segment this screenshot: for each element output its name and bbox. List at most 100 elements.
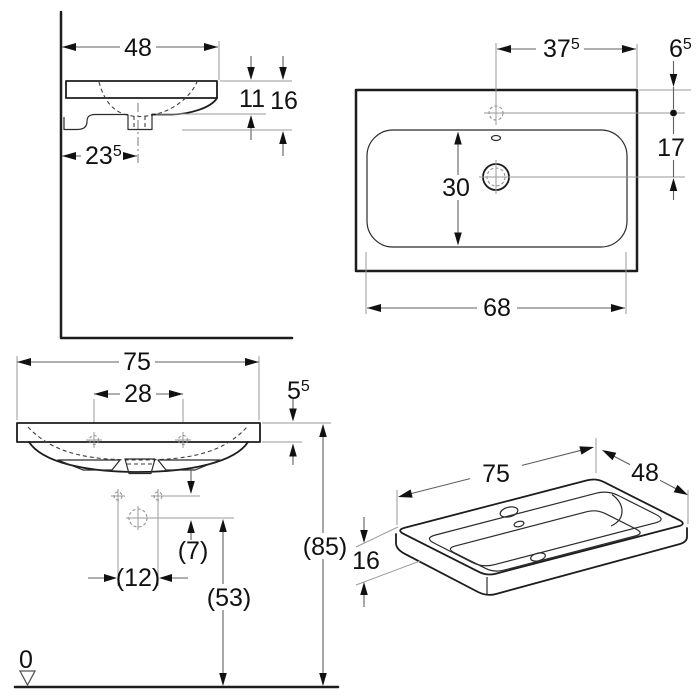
arrowhead-up (279, 131, 287, 144)
fixing-hole-left (86, 432, 102, 448)
arrowhead-up (187, 520, 195, 533)
extension-line (262, 422, 331, 443)
dim-bowl-depth-30: 30 (442, 131, 470, 246)
siphon-outlet (126, 506, 150, 530)
dim-label: 375 (543, 35, 580, 63)
dim-height-85: (85) (303, 424, 347, 686)
arrowhead-down (247, 67, 255, 80)
extension-line (396, 438, 597, 525)
datum-label: 0 (19, 646, 33, 674)
arrowhead-down (319, 673, 327, 686)
view-front: 75 28 55 (13, 348, 347, 689)
dim-trap-7: (7) (148, 469, 234, 565)
basin-side-faces (395, 527, 688, 596)
arrowhead-down (219, 673, 227, 686)
arrowhead-down (187, 481, 195, 494)
extension-line (16, 356, 260, 420)
view-plan: 375 65 17 30 68 (354, 35, 692, 322)
dimension-line (613, 455, 677, 490)
arrowhead-left (398, 489, 413, 498)
dim-height-16: 16 (182, 56, 298, 156)
siphon-crosshair (126, 506, 150, 530)
view-isometric: 75 48 16 (352, 438, 689, 607)
drain-hole (479, 160, 513, 194)
bowl-underside (151, 97, 218, 116)
arrowhead-up (669, 178, 678, 191)
drain-outlet-front (124, 458, 156, 475)
arrowhead-up (454, 131, 462, 145)
extension-line (365, 252, 627, 314)
dim-label: 68 (483, 294, 511, 322)
arrowhead-right (204, 43, 218, 51)
drain-hole-iso (530, 552, 546, 562)
dim-height-16-iso: 16 (352, 517, 421, 607)
fixing-hole-circle (177, 434, 189, 446)
basin-rim-section (65, 80, 218, 99)
dim-width-75: 75 (16, 348, 260, 420)
arrowhead-left (367, 304, 381, 312)
arrowhead-up (319, 424, 327, 437)
arrowhead-right (245, 358, 259, 366)
foot-ring-right (157, 459, 221, 471)
bolt-crosshair (111, 489, 125, 503)
arrowhead-left (62, 43, 76, 51)
dim-label: 28 (124, 380, 152, 408)
bolt-circle (153, 491, 163, 501)
arrowhead-down (669, 74, 678, 87)
dim-label: (7) (178, 537, 209, 565)
dim-label: 11 (239, 85, 265, 113)
dim-label: 235 (85, 142, 122, 170)
overflow-hole (490, 134, 502, 142)
dim-label: 75 (123, 348, 151, 376)
arrowhead-right (611, 304, 625, 312)
dim-apron-55: 55 (262, 377, 331, 465)
arrowhead-left (94, 390, 108, 398)
arrowhead-left (497, 45, 511, 53)
dim-label: 16 (270, 87, 298, 115)
dim-height-53: (53) (207, 519, 251, 686)
extension-line (117, 503, 159, 586)
dim-label: 55 (287, 377, 310, 405)
fixing-hole-right (175, 432, 191, 448)
arrowhead-down (289, 408, 297, 422)
bowl-wall-curve (610, 494, 623, 527)
fixing-hole-crosshair (86, 432, 102, 448)
drain-crosshair (479, 160, 513, 194)
dim-label: 48 (631, 459, 659, 487)
dim-tap-drain-17: 17 (511, 117, 685, 200)
arrowhead-right (123, 152, 137, 160)
arrowhead-right (579, 446, 594, 455)
dimension-line (410, 449, 582, 495)
foot-ring-left (57, 459, 121, 471)
arrowhead-left (62, 152, 76, 160)
arrowhead-down (279, 67, 287, 80)
basin-rim-front (16, 422, 261, 443)
extension-line (355, 526, 421, 586)
dim-depth-48-iso: 48 (602, 450, 689, 524)
arrowhead-down (454, 232, 462, 246)
bolt-circle (113, 491, 123, 501)
dim-width-48: 48 (62, 34, 220, 80)
arrowhead-left (17, 358, 31, 366)
mounting-bracket-profile (63, 113, 128, 131)
dim-height-11: 11 (156, 56, 292, 140)
drain-pipe-hidden (133, 116, 146, 129)
arrowhead-down (360, 530, 368, 543)
dim-label: (53) (207, 584, 251, 612)
datum-level: 0 (18, 646, 37, 687)
dim-tap-65: 65 (505, 35, 692, 117)
arrowhead-up (289, 443, 297, 457)
dim-label: 75 (482, 460, 510, 488)
dimension-dot (670, 109, 677, 117)
dim-label: (85) (303, 533, 347, 561)
arrowhead-right (622, 45, 636, 53)
tap-hole-iso (499, 506, 519, 518)
fixing-hole-circle (88, 434, 100, 446)
datum-triangle-icon (18, 670, 37, 687)
dim-label: 16 (352, 547, 380, 575)
bowl-underside-front (28, 441, 249, 473)
bolt-crosshair (151, 489, 165, 503)
dim-label: 30 (442, 174, 470, 202)
